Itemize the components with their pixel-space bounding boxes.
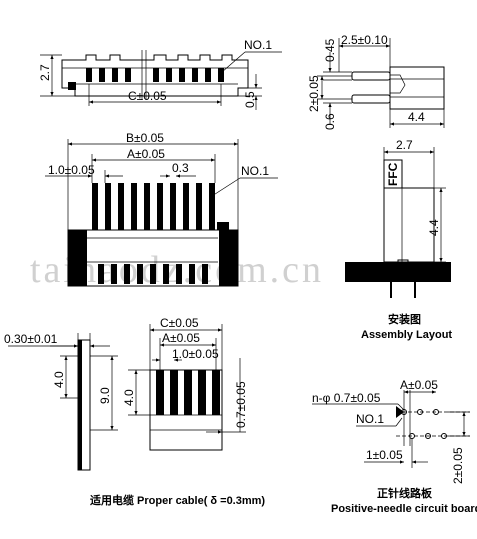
- dim-cable-40: 4.0: [52, 371, 66, 388]
- dim-cable-thk: 0.30±0.01: [4, 332, 58, 346]
- dim-side-44: 4.4: [408, 110, 425, 124]
- pcb-layout-view: A±0.05 n-φ 0.7±0.05 NO.1 1±0.05 2±0.05 正…: [312, 378, 477, 515]
- dim-asm-44: 4.4: [427, 219, 441, 236]
- assembly-caption-en: Assembly Layout: [361, 329, 452, 341]
- dim-pcb-2: 2±0.05: [451, 447, 465, 484]
- dim-main-no1: NO.1: [241, 164, 269, 178]
- dim-cc-pitch: 1.0±0.05: [172, 347, 219, 361]
- dim-main-a: A±0.05: [127, 147, 165, 161]
- front-lower-contacts: [98, 264, 208, 284]
- dim-top-height: 2.7: [38, 64, 52, 81]
- assembly-view: FFC 2.7 4.4 安装图 Assembly Layout: [345, 138, 452, 341]
- cable-conductors: [156, 370, 220, 415]
- cable-side-view: 0.30±0.01 4.0 9.0: [4, 332, 118, 471]
- dim-main-03: 0.3: [172, 161, 189, 175]
- dim-cc-c: C±0.05: [160, 316, 199, 330]
- pcb-caption-en: Positive-needle circuit board: [331, 503, 477, 515]
- dim-top-05: 0.5: [243, 91, 257, 108]
- dim-pcb-a: A±0.05: [400, 378, 438, 392]
- dim-asm-27: 2.7: [396, 138, 413, 152]
- dim-main-pitch: 1.0±0.05: [48, 163, 95, 177]
- dim-top-c: C±0.05: [128, 89, 167, 103]
- dim-cc-a: A±0.05: [162, 331, 200, 345]
- dim-side-2: 2±0.05: [307, 75, 321, 112]
- front-upper-contacts: [92, 183, 215, 230]
- dim-side-06: 0.6: [323, 113, 337, 130]
- dim-top-no1: NO.1: [244, 38, 272, 52]
- asm-ffc-label: FFC: [386, 162, 400, 186]
- cable-caption: 适用电缆 Proper cable( δ =0.3mm): [90, 493, 265, 507]
- dim-side-045: 0.45: [323, 38, 337, 62]
- dim-pcb-no1: NO.1: [356, 412, 384, 426]
- top-contacts: [86, 68, 224, 82]
- front-view: B±0.05 A±0.05 1.0±0.05 0.3 NO.1: [45, 131, 278, 287]
- pcb-caption-cn: 正针线路板: [377, 486, 433, 500]
- side-view: 2.5±0.10 0.45 2±0.05 0.6 4.4: [307, 33, 445, 130]
- dim-cc-07: 0.7±0.05: [234, 381, 248, 428]
- dim-pcb-hole: n-φ 0.7±0.05: [312, 391, 381, 405]
- cable-front-view: C±0.05 A±0.05 1.0±0.05 4.0 0.7±0.05: [122, 316, 248, 451]
- assembly-caption-cn: 安装图: [388, 312, 421, 326]
- dim-main-b: B±0.05: [126, 131, 164, 145]
- dim-side-25: 2.5±0.10: [341, 33, 388, 47]
- pcb-holes: [401, 409, 447, 439]
- dim-cc-40: 4.0: [122, 389, 136, 406]
- dim-pcb-1: 1±0.05: [366, 448, 403, 462]
- dim-cable-90: 9.0: [98, 387, 112, 404]
- top-view: 2.7 NO.1 C±0.05 0.5: [38, 38, 282, 110]
